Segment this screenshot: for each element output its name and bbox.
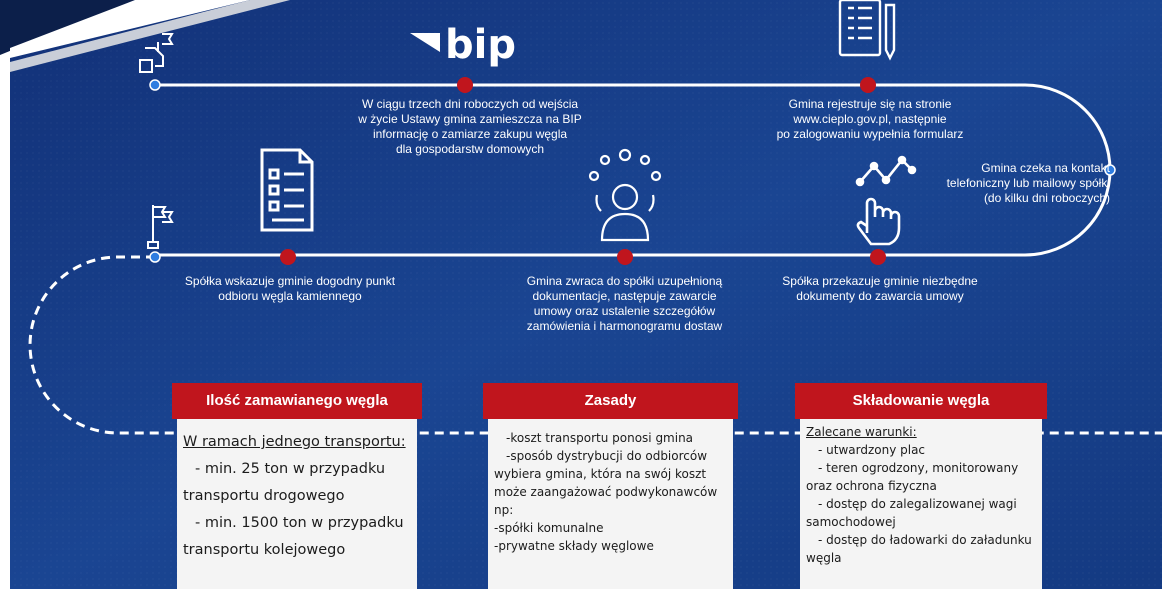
panel-storage-title: Składowanie węgla xyxy=(795,383,1047,419)
panel-rules-line: -spółki komunalne xyxy=(494,521,604,535)
step-text-send-docs: Spółka przekazuje gminie niezbędne dokum… xyxy=(782,274,978,303)
step-text-pickup-point: Spółka wskazuje gminie dogodny punkt odb… xyxy=(184,274,396,303)
step-text-register: Gmina rejestruje się na stronie www.ciep… xyxy=(776,97,964,141)
panel-storage-line: samochodowej xyxy=(806,515,896,529)
panel-storage-line: - utwardzony plac xyxy=(818,443,926,457)
panel-storage-body: Zalecane warunki: - utwardzony plac - te… xyxy=(806,423,1036,567)
panel-quantity-line: - min. 25 ton w przypadku xyxy=(195,461,386,477)
person-ideas-icon xyxy=(588,148,662,242)
clipboard-icon xyxy=(838,0,896,61)
panel-rules-body: -koszt transportu ponosi gmina -sposób d… xyxy=(494,429,727,555)
panel-quantity-title: Ilość zamawianego węgla xyxy=(172,383,422,419)
flag-icon xyxy=(147,205,174,249)
panel-quantity-heading: W ramach jednego transportu: xyxy=(183,434,406,450)
panel-quantity-line: - min. 1500 ton w przypadku xyxy=(195,515,404,531)
bip-logo-text: bip xyxy=(445,22,516,68)
step-dot-pickup xyxy=(280,249,296,265)
turn-marker xyxy=(1104,164,1116,176)
panel-storage-line: - teren ogrodzony, monitorowany xyxy=(818,461,1019,475)
panel-rules-line: -sposób dystrybucji do odbiorców xyxy=(506,449,708,463)
step-dot-return xyxy=(617,249,633,265)
panel-quantity-line: transportu kolejowego xyxy=(183,542,346,558)
panel-storage-heading: Zalecane warunki: xyxy=(806,425,917,439)
panel-storage-line: - dostęp do ładowarki do załadunku xyxy=(818,533,1032,547)
panel-storage-line: - dostęp do zalegalizowanej wagi xyxy=(818,497,1017,511)
panel-rules-line: np: xyxy=(494,503,514,517)
document-list-icon xyxy=(260,148,314,232)
step-dot-bip xyxy=(457,77,473,93)
flag-marker xyxy=(149,251,161,263)
panel-rules-line: -prywatne składy węglowe xyxy=(494,539,654,553)
touch-graph-icon xyxy=(855,155,917,246)
panel-rules: Zasady -koszt transportu ponosi gmina -s… xyxy=(483,383,738,589)
step-text-bip-publish: W ciągu trzech dni roboczych od wejścia … xyxy=(358,97,582,156)
panel-rules-line: może zaangażować podwykonawców xyxy=(494,485,718,499)
panel-storage: Składowanie węgla Zalecane warunki: - ut… xyxy=(795,383,1047,589)
panel-rules-line: wybiera gmina, która na swój koszt xyxy=(494,467,707,481)
step-dot-send xyxy=(870,249,886,265)
panel-quantity-line: transportu drogowego xyxy=(183,488,345,504)
panel-rules-line: -koszt transportu ponosi gmina xyxy=(506,431,694,445)
handshake-icon xyxy=(139,33,174,73)
step-text-return-docs: Gmina zwraca do spółki uzupełnioną dokum… xyxy=(526,274,723,333)
panel-storage-line: węgla xyxy=(806,551,842,565)
panel-quantity-body: W ramach jednego transportu: - min. 25 t… xyxy=(183,429,411,564)
panel-rules-title: Zasady xyxy=(483,383,738,419)
start-marker xyxy=(149,79,161,91)
step-text-wait-contact: Gmina czeka na kontakt telefoniczny lub … xyxy=(946,161,1110,205)
bip-logo: bip xyxy=(410,22,516,68)
panel-quantity: Ilość zamawianego węgla W ramach jednego… xyxy=(172,383,422,589)
panel-storage-line: oraz ochrona fizyczna xyxy=(806,479,937,493)
timeline-path-dashed xyxy=(28,255,1170,435)
step-dot-register xyxy=(860,77,876,93)
